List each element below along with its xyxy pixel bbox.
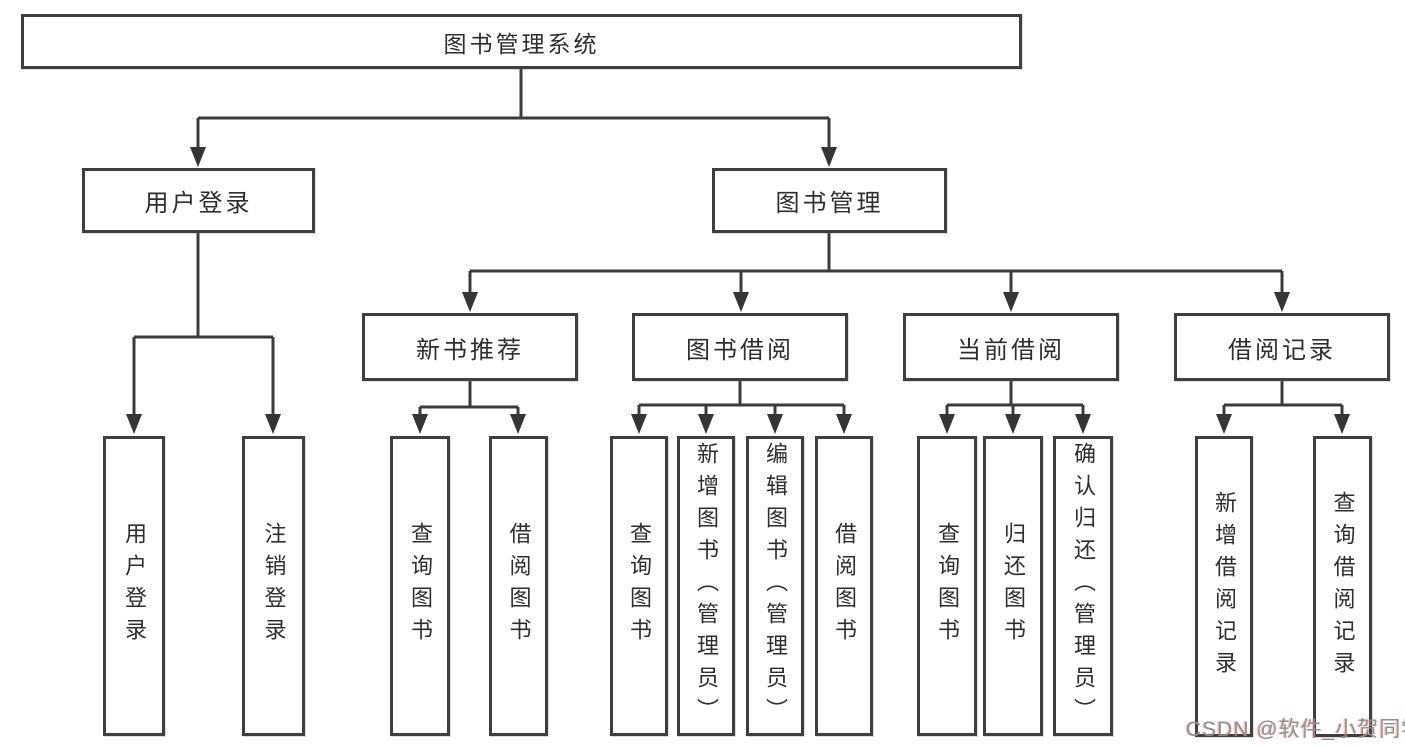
node-root-system-label: 图书管理系统 <box>443 30 600 57</box>
leaf-return-books-label: 归还图书 <box>1001 522 1026 650</box>
leaf-add-borrow-record: 新增借阅记录 <box>1195 436 1253 737</box>
leaf-logout-label: 注销登录 <box>261 522 287 650</box>
leaf-edit-books-admin: 编辑图书（管理员） <box>746 436 804 736</box>
node-new-book-recommend: 新书推荐 <box>362 313 578 381</box>
leaf-add-books-admin-label: 新增图书（管理员） <box>694 442 719 730</box>
node-user-login: 用户登录 <box>82 168 315 233</box>
node-user-login-label: 用户登录 <box>144 190 253 217</box>
leaf-query-books-2: 查询图书 <box>610 436 668 736</box>
leaf-add-books-admin: 新增图书（管理员） <box>677 436 735 736</box>
node-book-borrow-label: 图书借阅 <box>686 336 794 364</box>
node-book-management-label: 图书管理 <box>775 190 884 217</box>
node-book-borrow: 图书借阅 <box>632 313 848 381</box>
leaf-query-borrow-record: 查询借阅记录 <box>1313 436 1372 737</box>
leaf-borrow-books-1-label: 借阅图书 <box>506 522 532 650</box>
leaf-edit-books-admin-label: 编辑图书（管理员） <box>763 442 788 730</box>
leaf-confirm-return-admin-label: 确认归还（管理员） <box>1071 442 1096 730</box>
leaf-user-login: 用户登录 <box>103 436 165 736</box>
leaf-borrow-books-1: 借阅图书 <box>489 436 548 736</box>
node-borrow-records-label: 借阅记录 <box>1228 336 1336 364</box>
leaf-query-books-2-label: 查询图书 <box>627 522 652 650</box>
leaf-borrow-books-2-label: 借阅图书 <box>832 522 857 650</box>
leaf-user-login-label: 用户登录 <box>122 522 147 650</box>
leaf-add-borrow-record-label: 新增借阅记录 <box>1212 490 1237 683</box>
node-book-management: 图书管理 <box>712 168 947 233</box>
node-root-system: 图书管理系统 <box>21 14 1022 69</box>
csdn-watermark: CSDN @软件_小贺同学 <box>1186 718 1405 741</box>
leaf-query-books-3-label: 查询图书 <box>935 522 960 650</box>
node-new-book-recommend-label: 新书推荐 <box>416 336 524 364</box>
leaf-logout: 注销登录 <box>242 436 305 736</box>
leaf-borrow-books-2: 借阅图书 <box>815 436 873 736</box>
leaf-query-books-1: 查询图书 <box>390 436 450 736</box>
node-current-borrow: 当前借阅 <box>903 313 1119 381</box>
leaf-query-books-3: 查询图书 <box>917 436 977 736</box>
leaf-query-books-1-label: 查询图书 <box>408 522 433 650</box>
leaf-confirm-return-admin: 确认归还（管理员） <box>1053 436 1113 736</box>
leaf-return-books: 归还图书 <box>983 436 1043 736</box>
node-borrow-records: 借阅记录 <box>1174 313 1390 381</box>
node-current-borrow-label: 当前借阅 <box>957 336 1065 364</box>
leaf-query-borrow-record-label: 查询借阅记录 <box>1330 490 1356 683</box>
